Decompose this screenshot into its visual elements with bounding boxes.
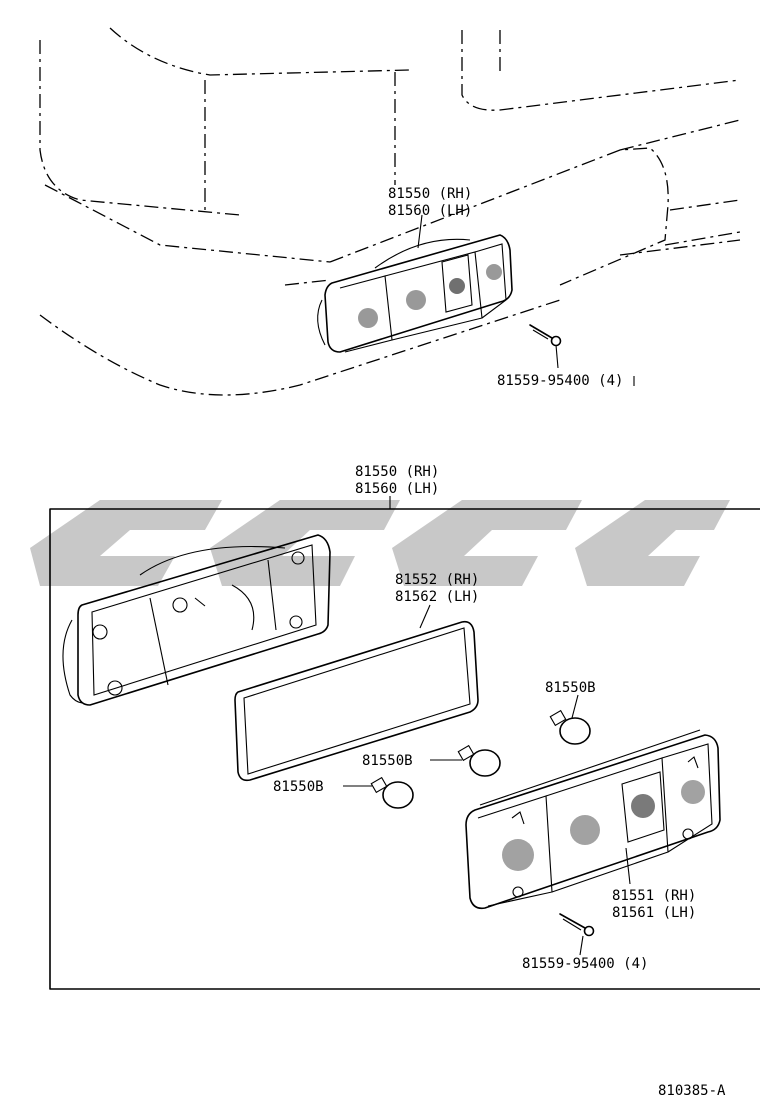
bulb-middle [430, 744, 501, 777]
lamp-lens [465, 729, 721, 910]
installed-lamp [317, 234, 513, 353]
watermark-logo [30, 500, 730, 586]
figure-code: 810385-A [658, 1083, 726, 1099]
bulb-lower [343, 776, 414, 809]
lens-lh-label: 81561 (LH) [612, 905, 696, 921]
lamp-gasket [234, 604, 479, 782]
bulb-upper-label: 81550B [545, 680, 596, 696]
bottom-screw-label: 81559-95400 (4) [522, 956, 648, 972]
top-lamp-lh-label: 81560 (LH) [388, 203, 472, 219]
exploded-view-frame [49, 508, 760, 990]
bottom-screw [559, 913, 595, 956]
top-lamp-rh-label: 81550 (RH) [388, 186, 472, 202]
main-lamp-rh-label: 81550 (RH) [355, 464, 439, 480]
gasket-lh-label: 81562 (LH) [395, 589, 479, 605]
bulb-lower-label: 81550B [273, 779, 324, 795]
lens-rh-label: 81551 (RH) [612, 888, 696, 904]
main-lamp-lh-label: 81560 (LH) [355, 481, 439, 497]
top-screw [529, 324, 562, 369]
bulb-middle-label: 81550B [362, 753, 413, 769]
vehicle-body-outline [39, 27, 741, 396]
gasket-rh-label: 81552 (RH) [395, 572, 479, 588]
top-screw-label: 81559-95400 (4) [497, 373, 623, 389]
lamp-housing [62, 534, 331, 706]
bulb-upper [549, 694, 591, 745]
